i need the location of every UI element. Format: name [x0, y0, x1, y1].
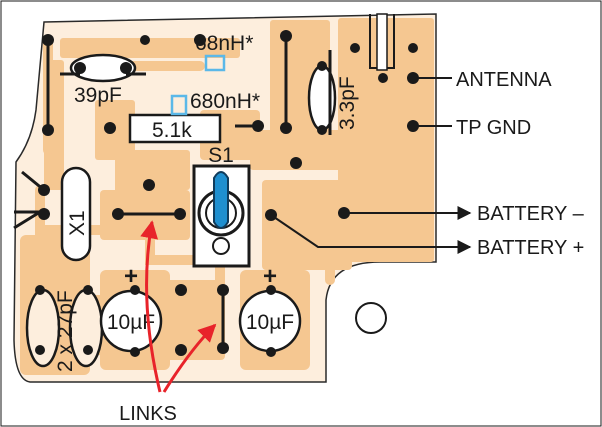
mounting-hole — [355, 302, 387, 334]
resistor-5k1-body — [128, 113, 222, 144]
label-plus-right: + — [263, 263, 277, 290]
label-5k1: 5.1k — [152, 119, 192, 142]
label-switch-s1: S1 — [208, 144, 234, 167]
switch-s1-pin — [212, 237, 230, 255]
label-crystal-x1: X1 — [66, 210, 89, 236]
connection-label-antenna: ANTENNA — [456, 69, 552, 91]
label-39pf: 39pF — [74, 84, 122, 107]
label-cap-right: 10µF — [246, 311, 294, 334]
label-2x27pf: 2 x 27pF — [54, 290, 77, 372]
connection-label-tp-gnd: TP GND — [456, 117, 531, 139]
label-links: LINKS — [119, 403, 177, 425]
inductor-680nh-pads — [170, 94, 188, 116]
label-680nh: 680nH* — [190, 90, 260, 113]
label-68nh: 68nH* — [195, 32, 253, 55]
inductor-68nh-pads — [204, 54, 226, 72]
links-arrow-1 — [140, 220, 162, 393]
switch-s1-lever — [213, 171, 229, 229]
connection-label-battery-plus: BATTERY + — [477, 237, 584, 259]
crystal-x1-body — [60, 166, 92, 262]
label-3p3pf: 3.3pF — [336, 76, 359, 130]
links-arrow-2 — [162, 323, 217, 393]
battery-plus-leader — [270, 214, 472, 254]
label-cap-left: 10µF — [107, 311, 155, 334]
connection-label-battery-minus: BATTERY – — [477, 203, 585, 225]
antenna-connector-pin — [376, 13, 388, 71]
solder-pads — [35, 30, 419, 357]
label-plus-left: + — [124, 263, 138, 290]
capacitor-39pf-body — [69, 53, 137, 83]
